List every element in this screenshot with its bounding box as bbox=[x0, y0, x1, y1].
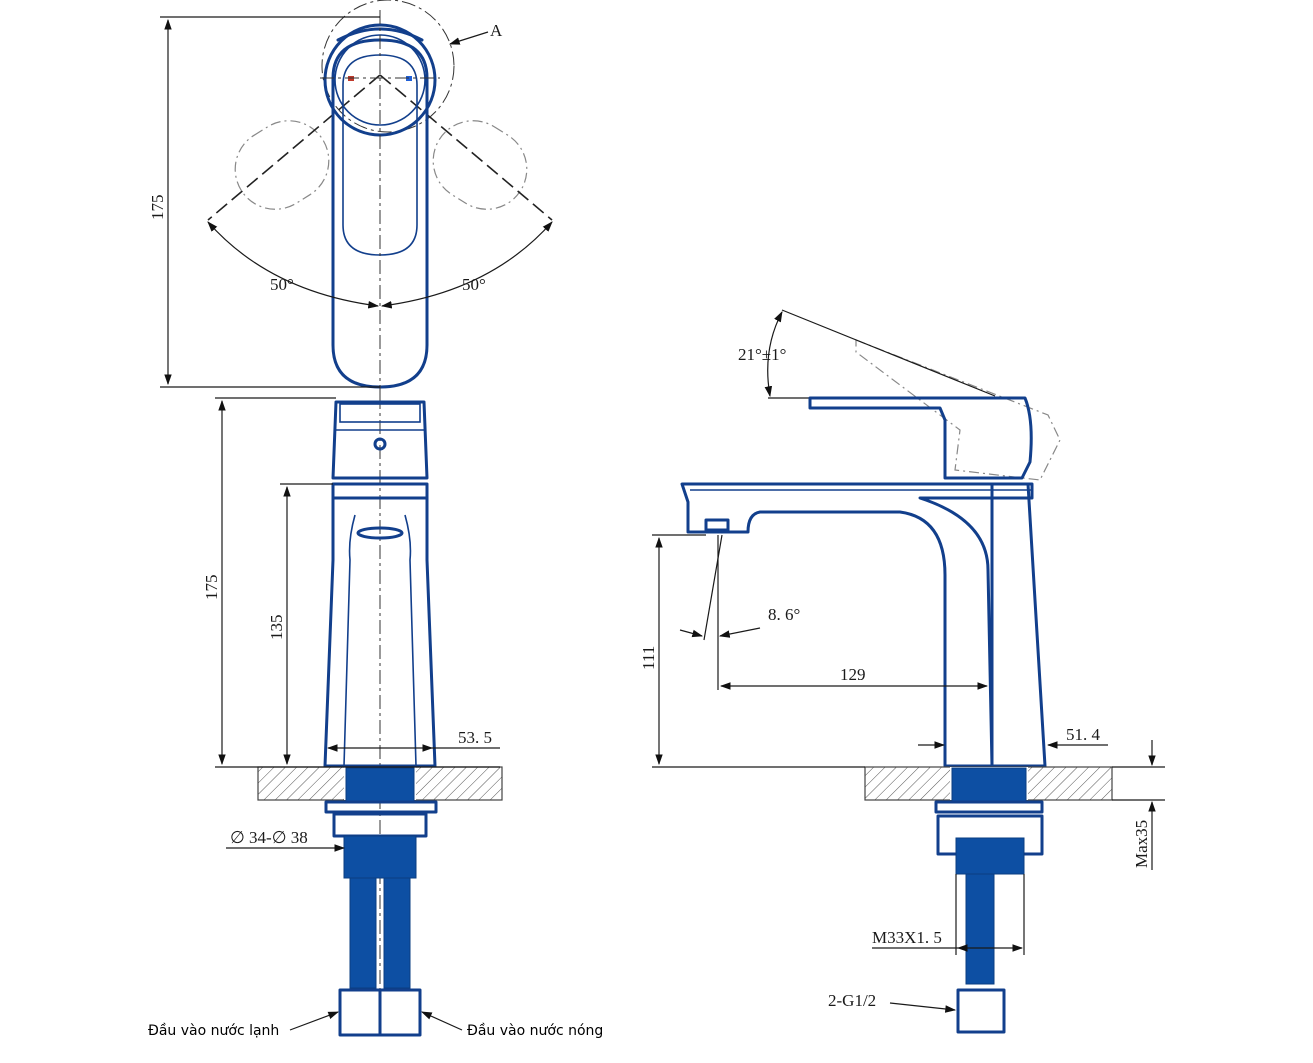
dim-body-width: 51. 4 bbox=[1066, 725, 1101, 744]
ghost-lever-left bbox=[234, 120, 330, 210]
angle-right-label: 50° bbox=[462, 275, 486, 294]
dim-aerator-angle: 8. 6° bbox=[768, 605, 800, 624]
swing-line-left bbox=[207, 74, 381, 221]
dim-outlet-height: 111 bbox=[639, 646, 658, 670]
front-hose-right bbox=[383, 877, 411, 989]
label-a: A bbox=[490, 21, 503, 40]
side-shank bbox=[951, 767, 1027, 803]
side-aerator bbox=[704, 518, 730, 532]
front-view: 175 135 53. 5 ∅ 34-∅ 38 Đầu vào nước lạn… bbox=[148, 395, 603, 1039]
front-lever-screw bbox=[373, 437, 387, 451]
lever-outline-top bbox=[331, 38, 429, 389]
side-thread bbox=[955, 837, 1025, 875]
side-hose-nut bbox=[956, 988, 1006, 1034]
angle-left-label: 50° bbox=[270, 275, 294, 294]
aerator-angle-arrow-right bbox=[718, 627, 761, 638]
lever-angle-arc bbox=[764, 311, 783, 398]
front-hose-nut-right bbox=[378, 988, 422, 1037]
cold-inlet-leader bbox=[289, 1011, 340, 1031]
front-body bbox=[323, 496, 437, 768]
lever-angle-line-1 bbox=[781, 309, 996, 397]
dim-inlet-thread: 2-G1/2 bbox=[828, 991, 876, 1010]
angle-arc-right bbox=[380, 221, 553, 309]
dim-front-spout: 135 bbox=[267, 615, 286, 641]
swing-line-right bbox=[379, 74, 553, 221]
dim-max-deck: Max35 bbox=[1132, 820, 1151, 868]
front-lever bbox=[331, 400, 429, 480]
front-shank bbox=[345, 767, 415, 803]
side-lever bbox=[808, 396, 1033, 480]
hot-inlet-leader bbox=[421, 1011, 463, 1031]
angle-arc-left bbox=[207, 221, 380, 309]
aerator-angle-line bbox=[703, 534, 723, 641]
dim-front-total: 175 bbox=[202, 575, 221, 601]
dim-top-height: 175 bbox=[148, 195, 167, 221]
inlet-thread-leader bbox=[889, 1002, 957, 1013]
note-cold-inlet: Đầu vào nước lạnh bbox=[148, 1023, 279, 1039]
dim-thread: M33X1. 5 bbox=[872, 928, 942, 947]
leader-a bbox=[448, 31, 489, 45]
front-hose-nut-left bbox=[338, 988, 382, 1037]
dim-hole-diameter: ∅ 34-∅ 38 bbox=[230, 828, 308, 847]
front-washer bbox=[324, 800, 438, 814]
side-washer bbox=[934, 800, 1044, 814]
top-view: A 175 50° 50° bbox=[148, 0, 553, 395]
front-lever-cap bbox=[339, 403, 421, 423]
front-body-inner bbox=[343, 514, 417, 767]
side-body bbox=[990, 482, 1047, 768]
dim-base-width: 53. 5 bbox=[458, 728, 492, 747]
ghost-lever-raised bbox=[855, 339, 1061, 481]
side-hose bbox=[965, 873, 995, 985]
note-hot-inlet: Đầu vào nước nóng bbox=[467, 1023, 603, 1039]
front-thread bbox=[343, 835, 417, 879]
side-view: 21°±1° 8. 6° 111 129 51. 4 bbox=[639, 309, 1165, 1034]
dim-reach: 129 bbox=[840, 665, 866, 684]
dim-lever-angle: 21°±1° bbox=[738, 345, 786, 364]
front-hose-left bbox=[349, 877, 377, 989]
side-spout bbox=[680, 482, 1034, 768]
front-aerator bbox=[356, 526, 404, 540]
detail-circle-a bbox=[321, 0, 455, 133]
aerator-angle-arrow-left bbox=[679, 629, 704, 638]
ghost-lever-right bbox=[432, 120, 528, 210]
